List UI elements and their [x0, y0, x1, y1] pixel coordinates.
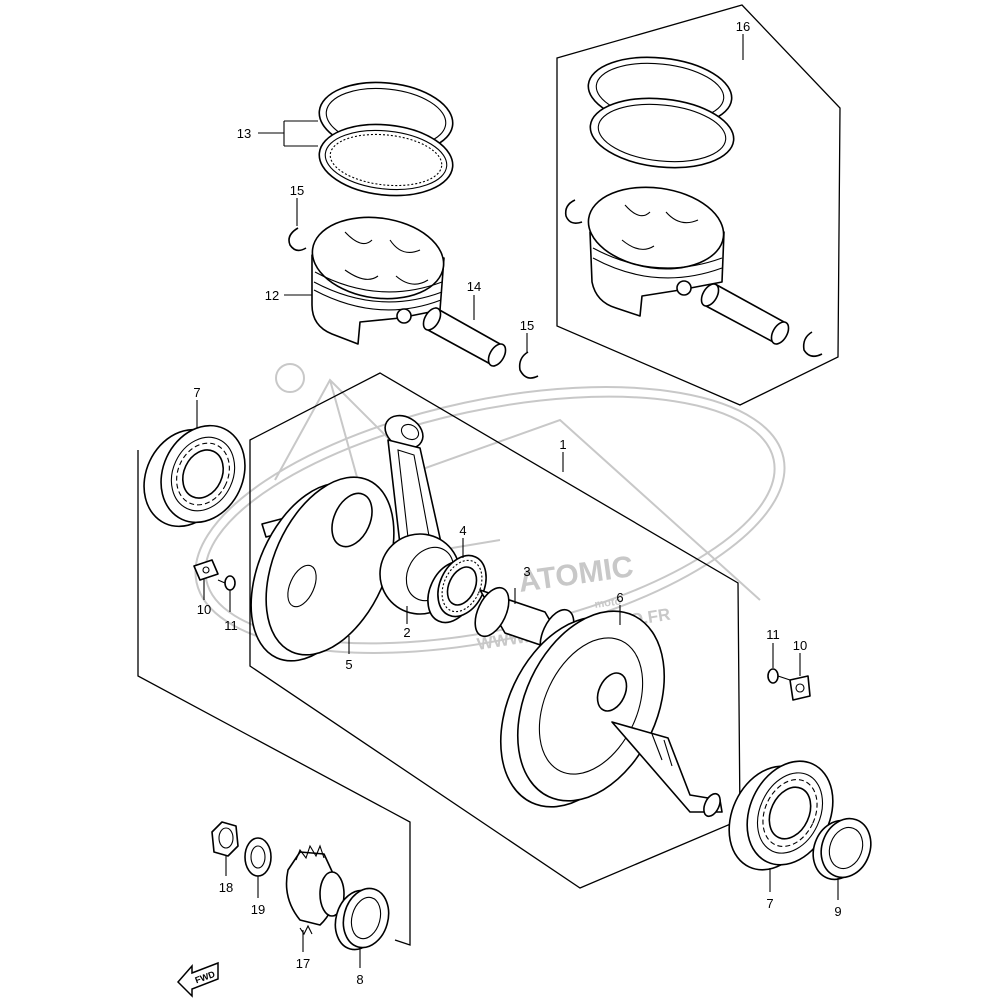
circlip-15-left [288, 227, 307, 252]
label-part-6: 6 [616, 590, 623, 605]
needle-bearing-4 [427, 554, 487, 624]
label-part-15-right: 15 [520, 318, 534, 333]
washer-10-right [789, 675, 811, 701]
label-part-10-left: 10 [197, 602, 211, 617]
piston-pin-14 [422, 307, 507, 367]
bearing-7-left [143, 424, 246, 528]
oil-seal-8 [334, 887, 390, 951]
assembly-box-outer [137, 450, 411, 946]
piston-set-16 [564, 56, 823, 358]
screw-11-left [217, 575, 236, 591]
label-part-1: 1 [559, 437, 566, 452]
callout-labels: 16 13 15 12 14 15 7 1 4 3 6 2 5 10 11 11… [193, 19, 841, 987]
nut-18 [211, 821, 239, 857]
assembly-box-16 [556, 4, 841, 406]
label-part-8: 8 [356, 972, 363, 987]
label-part-18: 18 [219, 880, 233, 895]
label-part-14: 14 [467, 279, 481, 294]
label-part-10-right: 10 [793, 638, 807, 653]
washer-19 [244, 837, 272, 877]
fwd-arrow-icon: FWD [176, 961, 219, 998]
label-part-7-right: 7 [766, 896, 773, 911]
washer-10-left [193, 559, 219, 581]
watermark-sub: moto [594, 595, 623, 611]
circlip-15-right [518, 351, 539, 379]
label-part-9: 9 [834, 904, 841, 919]
label-part-3: 3 [523, 564, 530, 579]
gear-17 [285, 844, 345, 936]
label-part-11-left: 11 [224, 618, 238, 633]
label-part-11-right: 11 [766, 627, 780, 642]
screw-11-right [767, 668, 791, 684]
label-part-2: 2 [403, 625, 410, 640]
piston-12 [311, 216, 445, 345]
label-part-15-left: 15 [290, 183, 304, 198]
crank-web-6 [499, 610, 723, 818]
label-part-12: 12 [265, 288, 279, 303]
label-part-19: 19 [251, 902, 265, 917]
piston-rings-13 [318, 81, 454, 197]
crank-web-5 [250, 476, 395, 662]
label-part-16: 16 [736, 19, 750, 34]
leader-lines [196, 34, 839, 968]
label-part-13: 13 [237, 126, 251, 141]
label-part-4: 4 [459, 523, 466, 538]
label-part-5: 5 [345, 657, 352, 672]
oil-seal-9 [812, 817, 872, 881]
label-part-7-left: 7 [193, 385, 200, 400]
label-part-17: 17 [296, 956, 310, 971]
